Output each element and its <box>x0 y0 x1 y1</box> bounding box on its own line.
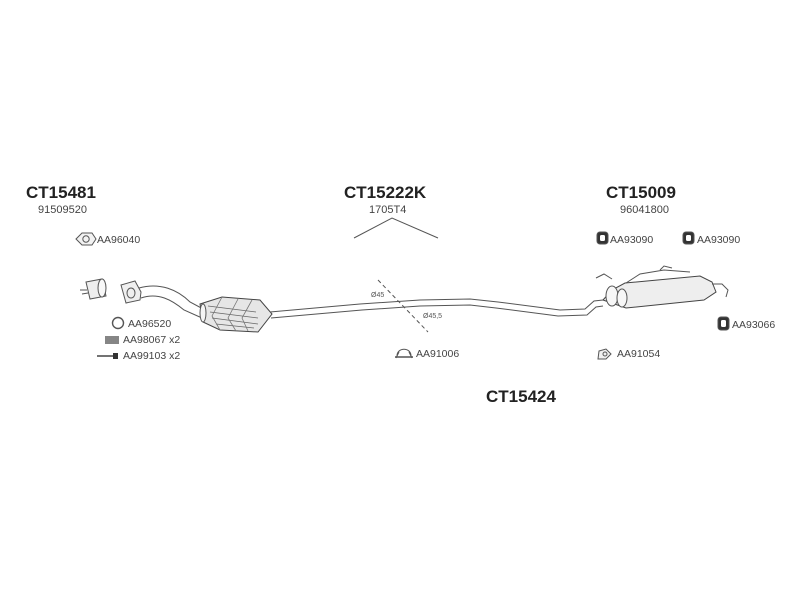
diameter-label-45: Ø45 <box>371 292 385 299</box>
spring-aa98067-icon <box>105 336 119 344</box>
part-label-aa99103: AA99103 x2 <box>123 350 181 362</box>
catalyst-title: CT15222K <box>344 183 427 202</box>
part-label-aa93066: AA93066 <box>732 319 776 331</box>
rubber-mount-aa93090-a-icon <box>596 231 609 245</box>
middle-pipe-title: CT15424 <box>486 387 556 406</box>
part-label-aa93090-a: AA93090 <box>610 234 654 246</box>
front-pipe-number: 91509520 <box>38 204 87 216</box>
front-pipe-stub-icon <box>80 278 107 300</box>
rubber-mount-aa93090-b-icon <box>682 231 695 245</box>
part-label-aa96520: AA96520 <box>128 318 172 330</box>
front-pipe-title: CT15481 <box>26 183 96 202</box>
part-label-aa91054: AA91054 <box>617 348 661 360</box>
rubber-mount-aa93066-icon <box>717 316 730 331</box>
catalytic-converter-icon <box>199 296 273 333</box>
bolt-aa99103-icon <box>97 353 118 359</box>
clamp-aa91006-icon <box>395 348 413 359</box>
cut-line <box>377 279 429 333</box>
part-label-aa91006: AA91006 <box>416 348 460 360</box>
rear-silencer-number: 96041800 <box>620 204 669 216</box>
rear-silencer-title: CT15009 <box>606 183 676 202</box>
part-label-aa93090-b: AA93090 <box>697 234 741 246</box>
catalyst-number: 1705T4 <box>369 204 407 216</box>
part-label-aa98067: AA98067 x2 <box>123 334 181 346</box>
front-pipe-icon <box>120 280 206 319</box>
rear-silencer-icon <box>595 265 729 309</box>
gasket-aa96040-icon <box>75 232 97 246</box>
diameter-label-45-5: Ø45,5 <box>423 313 443 320</box>
catalyst-bracket-lines <box>353 217 439 239</box>
clamp-aa91054-icon <box>597 348 612 360</box>
ring-gasket-aa96520-icon <box>111 316 125 330</box>
part-label-aa96040: AA96040 <box>97 234 141 246</box>
middle-pipe-icon <box>269 298 604 319</box>
